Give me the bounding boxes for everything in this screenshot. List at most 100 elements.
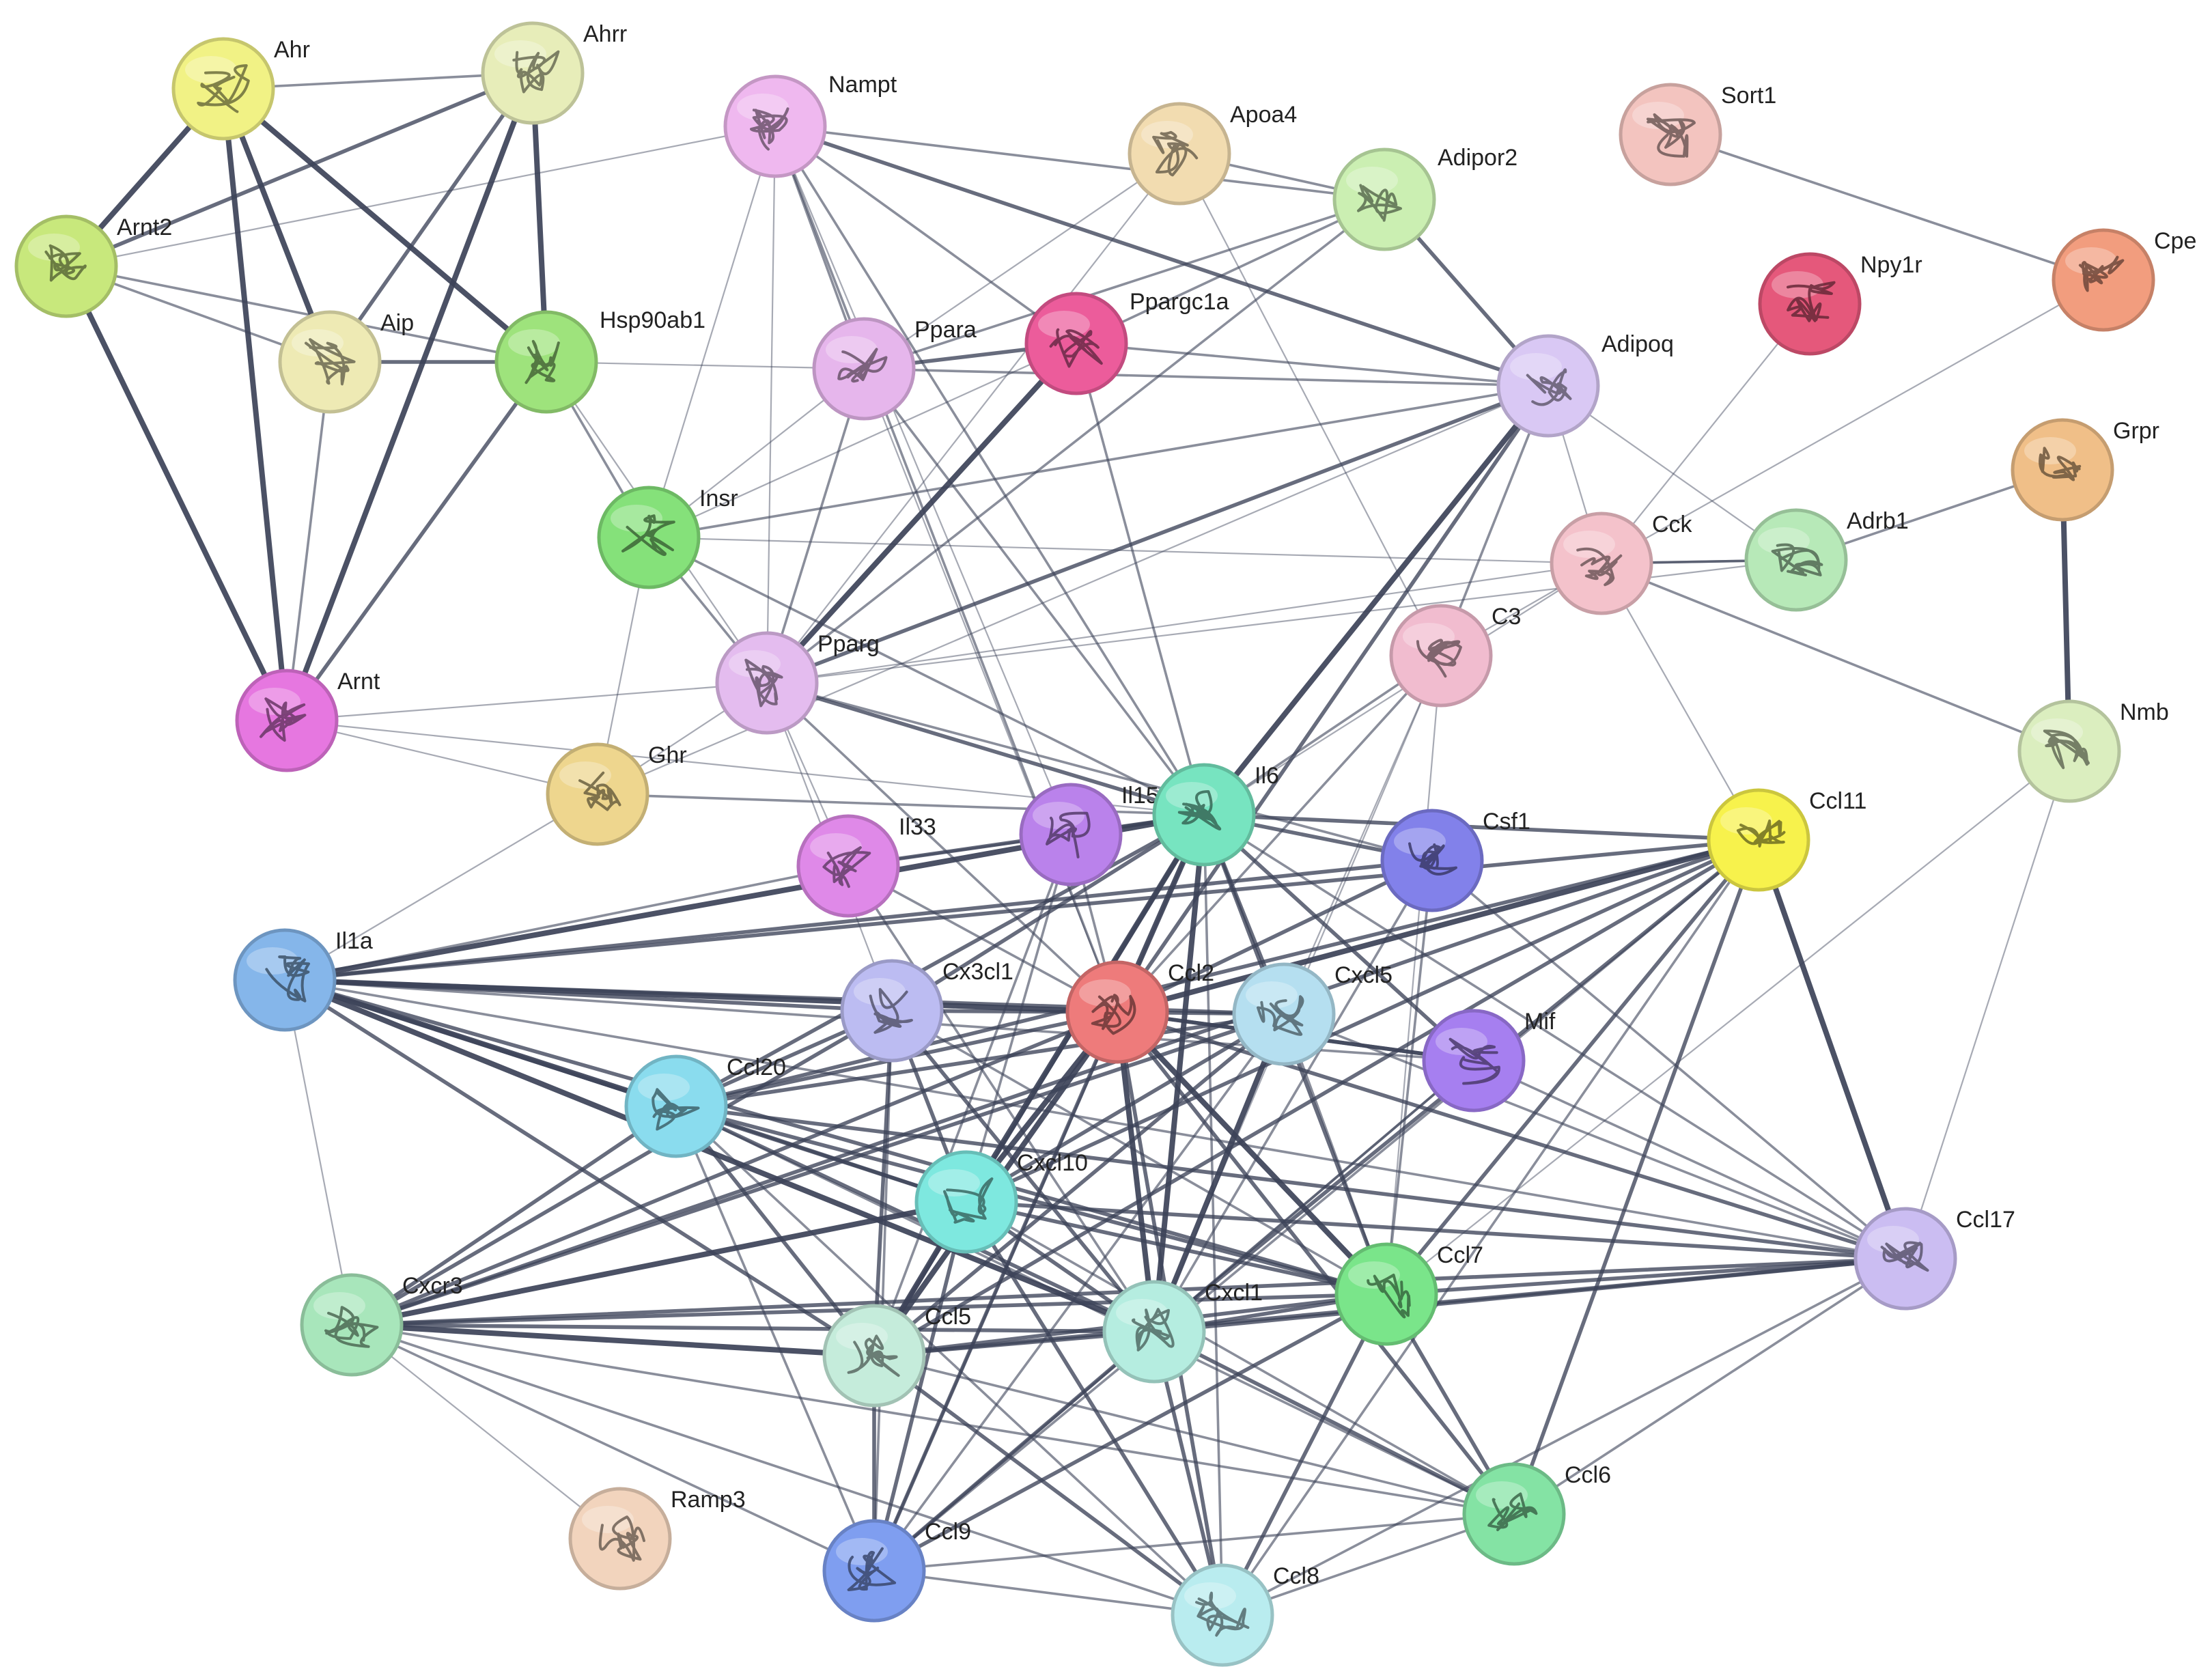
node-label: Mif	[1524, 1009, 1556, 1035]
node-circle[interactable]	[1019, 783, 1123, 886]
node-circle[interactable]	[1389, 604, 1493, 708]
node-il15[interactable]: Il15	[1019, 783, 1159, 886]
node-label: Ccl11	[1809, 788, 1866, 814]
node-ahrr[interactable]: Ahrr	[481, 21, 627, 125]
node-cxcr3[interactable]: Cxcr3	[300, 1273, 463, 1377]
node-npy1r[interactable]: Npy1r	[1758, 252, 1922, 356]
node-adipor2[interactable]: Adipor2	[1332, 145, 1517, 251]
edge-ahrr-arnt	[284, 70, 535, 723]
edge-ccl11-il1a	[283, 838, 1761, 982]
node-circle[interactable]	[481, 21, 585, 125]
node-cxcl5[interactable]: Cxcl5	[1232, 962, 1393, 1066]
node-ccl2[interactable]: Ccl2	[1065, 960, 1214, 1064]
node-cxcl1[interactable]: Cxcl1	[1102, 1280, 1263, 1384]
node-adrb1[interactable]: Adrb1	[1744, 508, 1909, 612]
protein-structure-icon	[2043, 729, 2090, 770]
node-pparg[interactable]: Pparg	[715, 631, 880, 735]
edge-ahrr-arnt2	[64, 71, 535, 268]
node-ccl17[interactable]: Ccl17	[1853, 1207, 2015, 1311]
node-cx3cl1[interactable]: Cx3cl1	[840, 959, 1013, 1063]
edge-arnt2-nampt	[65, 125, 776, 268]
node-sort1[interactable]: Sort1	[1619, 83, 1776, 186]
edge-pparg-ccl2	[766, 682, 1119, 1013]
node-il33[interactable]: Il33	[796, 814, 936, 918]
node-ccl5[interactable]: Ccl5	[822, 1304, 971, 1408]
node-circle[interactable]	[1496, 334, 1600, 438]
edge-ccl9-ccl6	[873, 1513, 1515, 1572]
node-c3[interactable]: C3	[1389, 604, 1521, 708]
edge-cxcl10-ccl9	[872, 1200, 968, 1573]
edge-ahr-arnt	[221, 86, 290, 723]
node-ppara[interactable]: Ppara	[812, 317, 977, 421]
node-grpr[interactable]: Grpr	[2011, 418, 2159, 522]
node-hsp90ab1[interactable]: Hsp90ab1	[494, 307, 705, 414]
node-circle[interactable]	[494, 310, 598, 414]
edge-ccl17-ccl6	[1513, 1257, 1907, 1515]
node-circle[interactable]	[840, 959, 944, 1063]
node-circle[interactable]	[914, 1150, 1018, 1254]
node-csf1[interactable]: Csf1	[1380, 809, 1530, 912]
node-circle[interactable]	[2017, 699, 2121, 803]
node-cpe[interactable]: Cpe	[2052, 228, 2196, 332]
node-nmb[interactable]: Nmb	[2017, 699, 2169, 803]
node-circle[interactable]	[1550, 512, 1653, 615]
node-label: Ccl9	[925, 1519, 971, 1545]
node-label: Il1a	[335, 928, 373, 954]
node-ccl6[interactable]: Ccl6	[1462, 1462, 1611, 1566]
node-il6[interactable]: Il6	[1152, 763, 1279, 867]
node-circle[interactable]	[233, 928, 337, 1032]
node-label: Cxcr3	[402, 1273, 463, 1299]
node-circle[interactable]	[1744, 508, 1848, 612]
node-cck[interactable]: Cck	[1550, 512, 1693, 615]
node-ccl7[interactable]: Ccl7	[1334, 1242, 1483, 1346]
node-label: Nmb	[2120, 699, 2169, 725]
edge-ccl5-ccl8	[872, 1354, 1225, 1617]
node-label: Ppargc1a	[1130, 289, 1229, 315]
node-adipoq[interactable]: Adipoq	[1496, 331, 1674, 438]
node-cxcl10[interactable]: Cxcl10	[914, 1150, 1088, 1254]
protein-structure-icon	[1880, 1241, 1929, 1272]
node-insr[interactable]: Insr	[597, 486, 738, 589]
protein-structure-icon	[598, 1515, 645, 1562]
protein-structure-icon	[837, 348, 888, 383]
node-ccl9[interactable]: Ccl9	[822, 1519, 971, 1623]
edge-ppara-adipoq	[863, 367, 1550, 387]
edge-ccl11-ccl7	[1384, 838, 1761, 1296]
protein-structure-icon	[750, 107, 789, 151]
node-arnt2[interactable]: Arnt2	[14, 214, 172, 318]
protein-structure-icon	[1046, 811, 1091, 858]
node-apoa4[interactable]: Apoa4	[1128, 102, 1297, 206]
node-circle[interactable]	[171, 37, 275, 141]
node-label: Arnt2	[117, 214, 172, 240]
node-ccl20[interactable]: Ccl20	[624, 1054, 786, 1158]
edge-insr-cck	[647, 536, 1603, 565]
node-ghr[interactable]: Ghr	[546, 742, 687, 846]
node-label: Insr	[699, 486, 738, 512]
node-nampt[interactable]: Nampt	[723, 72, 897, 178]
node-label: Csf1	[1483, 809, 1530, 835]
node-highlight	[1563, 531, 1615, 558]
edge-sort1-cpe	[1669, 133, 2105, 281]
node-ppargc1a[interactable]: Ppargc1a	[1024, 289, 1229, 395]
protein-structure-icon	[524, 339, 560, 384]
node-circle[interactable]	[1128, 102, 1231, 206]
node-aip[interactable]: Aip	[278, 310, 414, 414]
edge-ccl2-cxcl1	[1115, 1009, 1157, 1334]
node-circle[interactable]	[1065, 960, 1169, 1064]
node-ahr[interactable]: Ahr	[171, 37, 310, 141]
node-mif[interactable]: Mif	[1422, 1009, 1556, 1112]
node-ccl8[interactable]: Ccl8	[1171, 1563, 1319, 1667]
node-ramp3[interactable]: Ramp3	[568, 1487, 746, 1591]
edge-ccl2-ccl17	[1115, 1010, 1907, 1261]
edge-ccl17-cxcl1	[1152, 1257, 1907, 1334]
node-arnt[interactable]: Arnt	[235, 669, 380, 772]
node-circle[interactable]	[597, 486, 701, 589]
node-il1a[interactable]: Il1a	[233, 928, 373, 1032]
node-circle[interactable]	[2052, 228, 2155, 332]
protein-structure-icon	[305, 338, 356, 386]
edge-ahr-hsp90ab1	[221, 86, 549, 365]
node-ccl11[interactable]: Ccl11	[1707, 788, 1866, 892]
edge-ccl11-ccl17	[1756, 837, 1908, 1261]
edge-nampt-pparg	[766, 125, 776, 684]
edge-ppargc1a-adipoq	[1075, 342, 1550, 387]
